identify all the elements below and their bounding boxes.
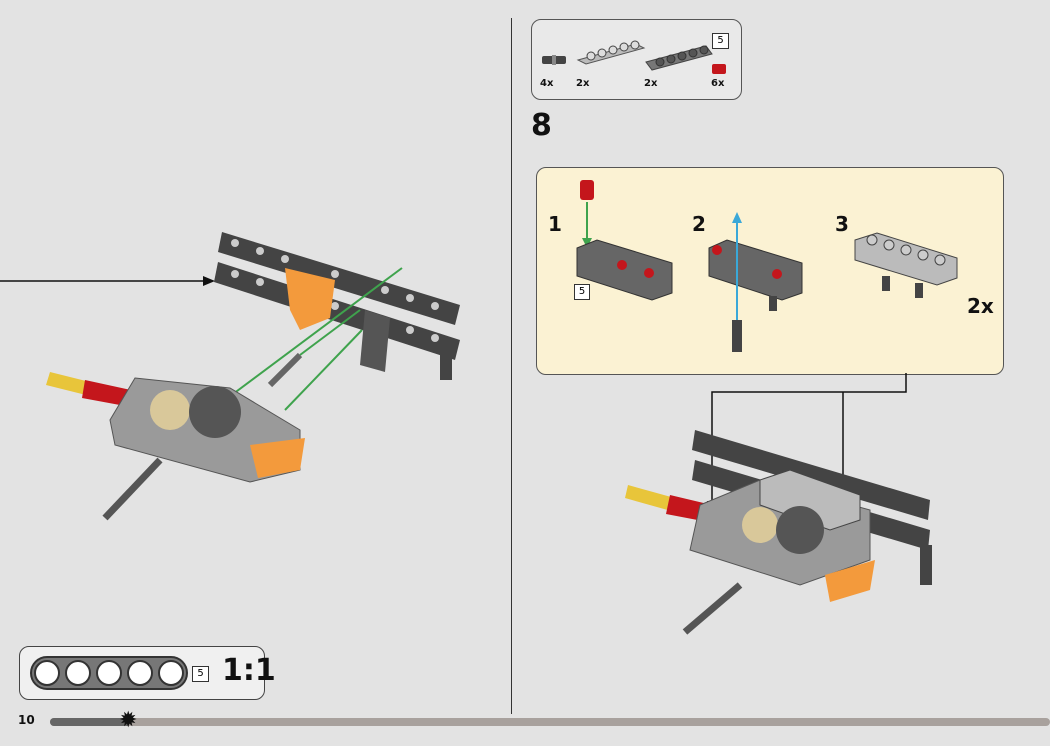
page-divider bbox=[511, 18, 512, 714]
axle-pin-icon bbox=[542, 55, 566, 65]
orange-beam bbox=[285, 268, 335, 330]
step-number: 8 bbox=[531, 108, 552, 143]
scale-label: 1:1 bbox=[222, 653, 276, 688]
subassembly-callout: 1 2 3 5 2x bbox=[536, 167, 1004, 375]
substep-illustrations bbox=[576, 180, 958, 352]
beam-5-icon bbox=[30, 656, 188, 690]
part-qty: 2x bbox=[644, 78, 658, 89]
plate-1x5-icon bbox=[576, 40, 646, 65]
parts-list-panel: 5 4x 2x 2x 6x bbox=[531, 19, 742, 100]
page-number: 10 bbox=[18, 713, 35, 727]
part-qty: 2x bbox=[576, 78, 590, 89]
beam-length-ruler: 5 1:1 bbox=[19, 646, 276, 700]
substep-number: 3 bbox=[835, 212, 849, 236]
beam-upper bbox=[218, 232, 460, 325]
part-qty: 4x bbox=[540, 78, 554, 89]
beam-lower bbox=[214, 262, 460, 360]
beam-5-icon bbox=[645, 45, 713, 71]
substep-number: 1 bbox=[548, 212, 562, 236]
progress-bar: ✹ bbox=[50, 709, 1050, 733]
right-assembly-illustration bbox=[625, 373, 932, 635]
left-assembly-illustration bbox=[0, 232, 460, 521]
length-box: 5 bbox=[574, 284, 590, 300]
length-box: 5 bbox=[712, 33, 729, 49]
multiplier: 2x bbox=[967, 294, 994, 318]
gear-icon: ✹ bbox=[119, 708, 138, 733]
length-box: 5 bbox=[192, 666, 209, 682]
substep-number: 2 bbox=[692, 212, 706, 236]
progress-fill bbox=[50, 718, 130, 726]
part-qty: 6x bbox=[711, 78, 725, 89]
red-pin-icon bbox=[712, 64, 726, 74]
